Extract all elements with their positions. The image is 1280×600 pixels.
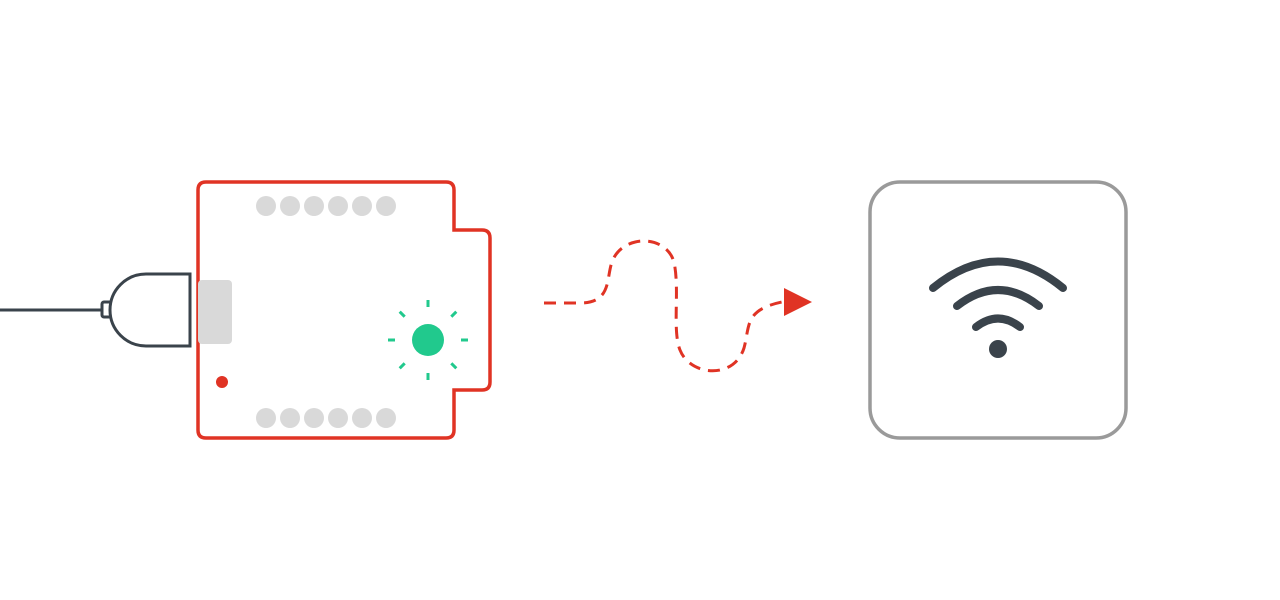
- bottom-header-pins: [256, 408, 396, 428]
- header-pin: [280, 196, 300, 216]
- header-pin: [376, 408, 396, 428]
- header-pin: [280, 408, 300, 428]
- header-pin: [256, 196, 276, 216]
- wifi-router: [868, 180, 1128, 440]
- header-pin: [256, 408, 276, 428]
- wifi-arc-inner: [972, 314, 1024, 331]
- signal-path: [544, 239, 783, 373]
- top-header-pins: [256, 196, 396, 216]
- led-ray: [398, 362, 406, 370]
- header-pin: [328, 196, 348, 216]
- board-outline: [196, 180, 492, 440]
- header-pin: [352, 408, 372, 428]
- led-ray: [398, 310, 406, 318]
- led-glow-rays: [388, 300, 468, 380]
- header-pin: [304, 196, 324, 216]
- status-led: [388, 300, 468, 380]
- wifi-dot: [989, 340, 1007, 358]
- arrowhead-icon: [784, 288, 812, 316]
- header-pin: [328, 408, 348, 428]
- led-ray: [450, 362, 458, 370]
- router-frame: [868, 180, 1128, 440]
- wireless-signal: [544, 239, 812, 373]
- usb-cable: [0, 272, 192, 348]
- led-ray: [450, 310, 458, 318]
- led-light-icon: [412, 324, 444, 356]
- power-led: [216, 376, 228, 388]
- header-pin: [304, 408, 324, 428]
- usb-port: [198, 280, 232, 344]
- wifi-arc-middle: [953, 286, 1043, 310]
- wifi-icon: [929, 257, 1067, 358]
- header-pin: [376, 196, 396, 216]
- wifi-arc-outer: [929, 257, 1067, 292]
- header-pin: [352, 196, 372, 216]
- microcontroller-board: [196, 180, 492, 440]
- usb-plug-icon: [108, 272, 192, 348]
